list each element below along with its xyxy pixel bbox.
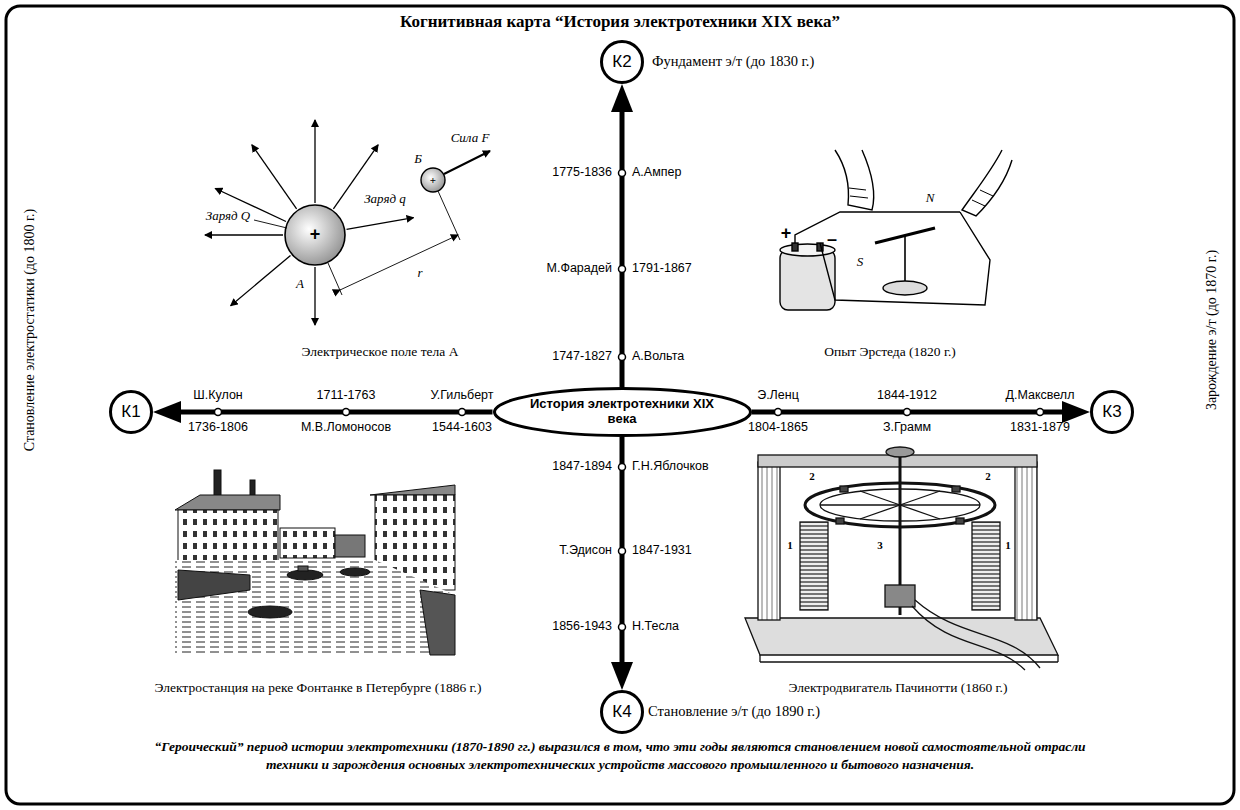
circle-border <box>1092 392 1133 433</box>
axis-arrow <box>752 401 1091 423</box>
chapter-label: К1 <box>121 403 140 422</box>
scientist-name: Н.Тесла <box>632 620 679 634</box>
axis-line <box>179 410 493 415</box>
axis-line <box>620 110 625 387</box>
life-dates: 1844-1912 <box>877 389 937 403</box>
scientist-name: М.В.Ломоносов <box>301 421 391 435</box>
chapter-label: К4 <box>612 703 631 722</box>
scientist-name: Д.Максвелл <box>1006 389 1075 403</box>
figure-label: Заряд Q <box>206 209 251 223</box>
chapter-label: К3 <box>1102 403 1121 422</box>
life-dates: 1711-1763 <box>317 389 376 403</box>
diagram-title: Когнитивная карта “История электротехник… <box>400 12 840 32</box>
life-dates: 1847-1894 <box>552 460 612 474</box>
callout-number: 2 <box>985 470 991 482</box>
picture-caption: Опыт Эрстеда (1820 г.) <box>824 345 956 360</box>
life-dates: 1831-1879 <box>1010 421 1070 435</box>
life-dates: 1804-1865 <box>748 421 808 435</box>
figure-label: Заряд q <box>364 192 406 206</box>
ellipse-border <box>494 389 750 436</box>
axis-title: Становление э/т (до 1890 г.) <box>648 704 820 720</box>
arrowhead <box>611 84 633 112</box>
callout-number: 1 <box>1005 539 1011 551</box>
scientist-name: З.Грамм <box>883 421 931 435</box>
arrowhead <box>611 662 633 690</box>
terminal-sign: – <box>827 230 837 250</box>
figure-label: Сила F <box>451 131 490 145</box>
figure-label: Б <box>414 152 422 166</box>
chapter-circle: К1 <box>109 390 153 434</box>
scientist-name: Т.Эдисон <box>559 544 612 558</box>
scientist-name: У.Гильберт <box>431 389 494 403</box>
life-dates: 1544-1603 <box>432 421 492 435</box>
picture-caption: Электрическое поле тела А <box>302 345 459 360</box>
axis-line <box>752 410 1065 415</box>
life-dates: 1775-1836 <box>552 166 612 180</box>
life-dates: 1791-1867 <box>632 262 692 276</box>
scientist-name: А.Ампер <box>632 166 681 180</box>
figure-label: А <box>296 277 304 291</box>
timeline-dot <box>215 170 1044 631</box>
callout-number: 2 <box>809 470 815 482</box>
life-dates: 1856-1943 <box>552 620 612 634</box>
life-dates: 1736-1806 <box>188 421 248 435</box>
circle-border <box>602 692 643 733</box>
oersted-figure <box>780 150 1012 310</box>
pole-label: S <box>857 255 864 269</box>
scientist-name: Э.Ленц <box>757 389 799 403</box>
chapter-circle: К2 <box>600 40 644 84</box>
axis-title: Фундамент э/т (до 1830 г.) <box>652 54 814 70</box>
electric-field-figure <box>205 120 490 325</box>
figure-label: r <box>417 266 422 280</box>
callout-number: 1 <box>787 539 793 551</box>
arrowhead <box>153 401 181 423</box>
chapter-circle: К3 <box>1090 390 1134 434</box>
axis-arrow <box>611 437 633 690</box>
callout-number: 3 <box>877 539 883 551</box>
circle-border <box>111 392 152 433</box>
pacinotti-motor <box>745 447 1058 670</box>
chapter-label: К2 <box>612 53 631 72</box>
scientist-name: М.Фарадей <box>547 262 612 276</box>
scientist-name: Ш.Кулон <box>193 389 242 403</box>
picture-caption: Электростанция на реке Фонтанке в Петерб… <box>155 681 482 696</box>
central-title: История электротехники XIX века <box>527 397 717 427</box>
axis-arrow <box>611 84 633 387</box>
axis-title: Становление электростатики (до 1800 г.) <box>22 209 37 452</box>
axis-title: Зарождение э/т (до 1870 г.) <box>1204 250 1219 410</box>
page-frame <box>6 6 1234 804</box>
circle-border <box>602 42 643 83</box>
life-dates: 1747-1827 <box>552 350 612 364</box>
axis-arrow <box>153 401 493 423</box>
terminal-sign: + <box>781 224 792 244</box>
charge-sign: + <box>430 174 436 186</box>
axis-line <box>620 437 625 664</box>
chapter-circle: К4 <box>600 690 644 734</box>
fontanka-picture <box>175 470 455 655</box>
pole-label: N <box>926 191 935 205</box>
scientist-name: Г.Н.Яблочков <box>632 460 709 474</box>
scientist-name: А.Вольта <box>632 350 684 364</box>
picture-caption: Электродвигатель Пачинотти (1860 г.) <box>789 681 1008 696</box>
diagram-caption: “Героический” период истории электротехн… <box>140 738 1100 773</box>
central-ellipse: История электротехники XIX века <box>493 387 752 437</box>
life-dates: 1847-1931 <box>632 544 692 558</box>
charge-sign: + <box>310 225 321 245</box>
arrowhead <box>1062 401 1090 423</box>
